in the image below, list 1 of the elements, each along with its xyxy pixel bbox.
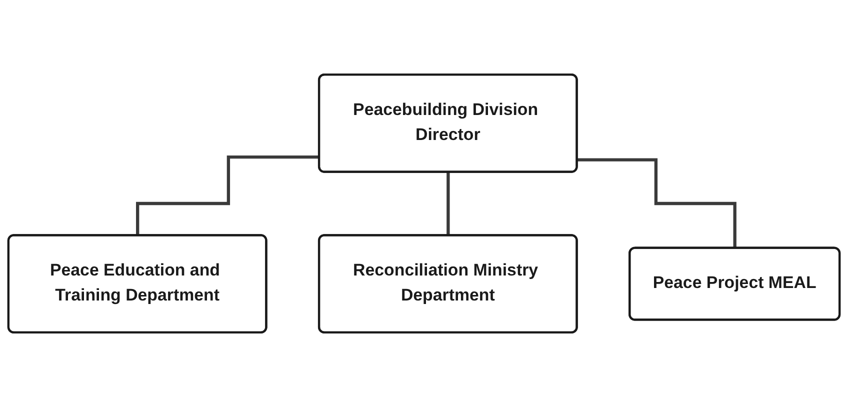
connector (577, 158, 737, 250)
